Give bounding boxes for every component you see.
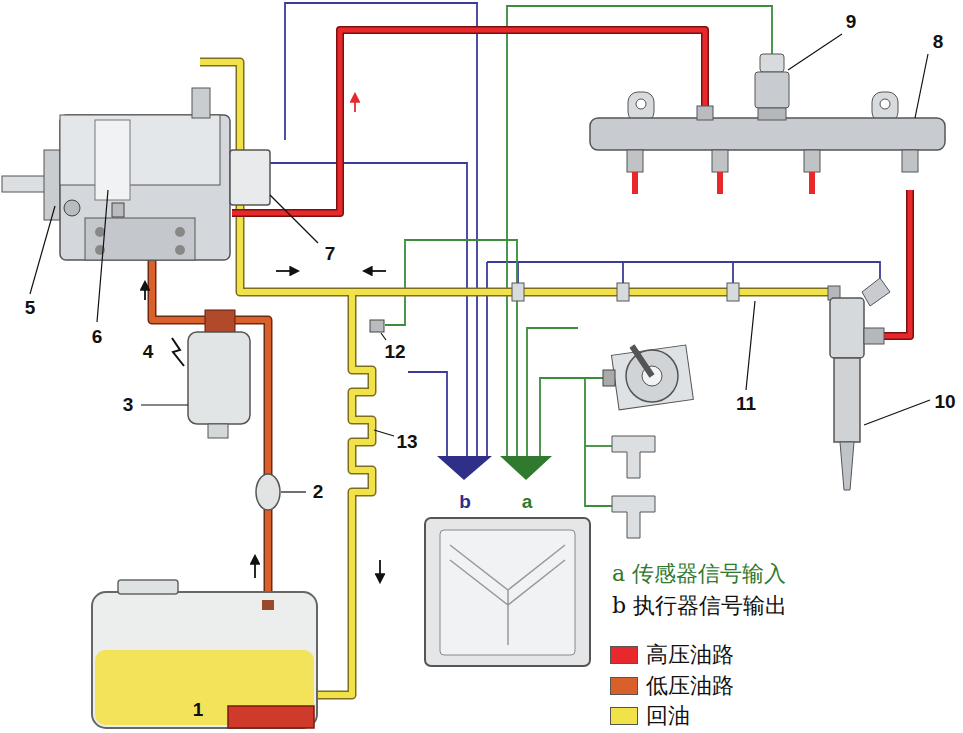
legend-text: 回油 xyxy=(646,701,690,731)
legend-row: 回油 xyxy=(610,701,690,731)
callout-number: 6 xyxy=(90,327,105,348)
callout-number: 5 xyxy=(23,298,38,319)
callout-number: 7 xyxy=(323,244,338,265)
high-pressure-pump xyxy=(2,88,270,260)
input-sensors xyxy=(603,345,693,538)
callout-number: 11 xyxy=(734,394,758,415)
callout-number: b xyxy=(457,492,473,513)
fuel-filter xyxy=(188,310,250,438)
line-clamps xyxy=(512,283,739,301)
rail-pressure-sensor xyxy=(755,54,789,120)
callout-number: 9 xyxy=(844,12,859,33)
ecu xyxy=(425,518,590,666)
legend-text: 高压油路 xyxy=(646,640,734,670)
callout-number: 8 xyxy=(931,32,946,53)
leader-lines xyxy=(30,34,930,492)
legend-swatch xyxy=(610,707,638,725)
fuel-tank xyxy=(92,580,317,728)
legend-swatch xyxy=(610,677,638,695)
injector xyxy=(828,278,890,490)
legend-text: 低压油路 xyxy=(646,671,734,701)
callout-number: 12 xyxy=(382,342,407,363)
output-bundle xyxy=(437,456,492,480)
legend-swatch xyxy=(610,646,638,664)
callout-number: 13 xyxy=(394,432,419,453)
callout-number: 4 xyxy=(141,342,156,363)
heater-symbol xyxy=(172,338,184,366)
callout-number: a xyxy=(520,492,535,513)
callout-number: 10 xyxy=(932,392,957,413)
prefilter xyxy=(256,474,280,510)
flow-arrows xyxy=(145,94,386,582)
legend-row: 高压油路 xyxy=(610,640,734,670)
legend-note: a 传感器信号输入 xyxy=(610,562,788,586)
callout-number: 1 xyxy=(191,700,206,721)
temperature-sensor xyxy=(370,320,384,332)
input-bundle xyxy=(500,456,552,480)
callout-number: 2 xyxy=(311,482,326,503)
legend-note: b 执行器信号输出 xyxy=(610,594,789,618)
high-pressure-line xyxy=(232,30,910,336)
sensor-wires xyxy=(385,6,772,506)
callout-number: 3 xyxy=(121,395,136,416)
legend-row: 低压油路 xyxy=(610,671,734,701)
